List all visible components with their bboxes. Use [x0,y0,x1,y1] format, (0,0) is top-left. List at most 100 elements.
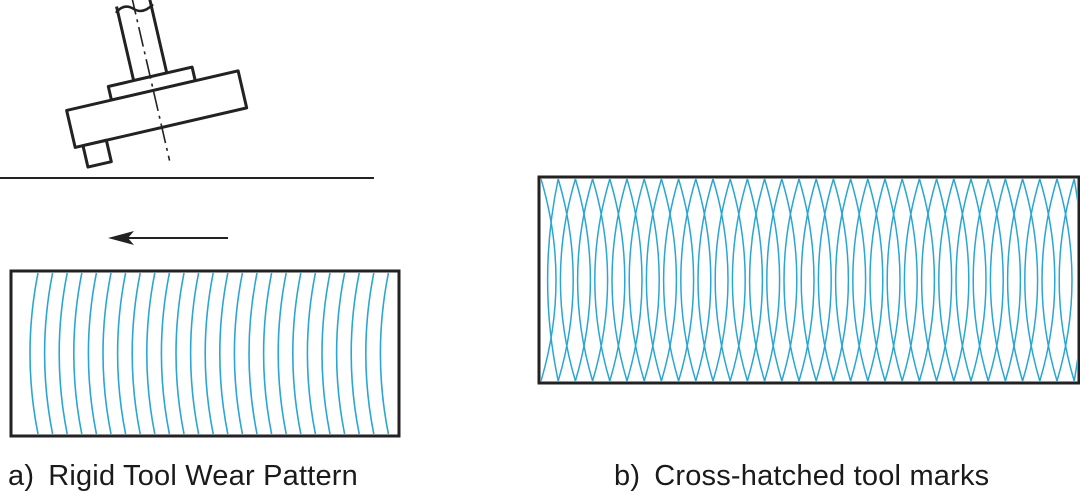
cross-arc-right [1056,178,1073,382]
wear-arc [262,272,273,435]
cross-arc-right [660,178,678,382]
cross-arc-left [576,178,594,382]
cross-arc-left [766,178,783,382]
workpiece-outline-b [537,175,1080,385]
workpiece-outline-a [9,269,401,438]
wear-arc [365,272,375,435]
cross-arc-left [817,178,835,382]
cross-arc-left [972,178,989,382]
cross-arc-left [559,178,577,382]
caption-b-text: Cross-hatched tool marks [654,460,990,492]
cross-arc-left [800,178,817,382]
cross-arc-left [714,178,731,382]
tool-body [65,69,249,149]
cross-arc-right [591,178,609,382]
tool-axis-centerline [130,0,171,161]
cross-arc-right [935,178,953,382]
cross-arc-left [903,178,921,382]
cross-arc-right [557,178,574,382]
wear-pattern-arcs [29,272,390,435]
cross-arc-right [970,178,987,382]
caption-a-letter: a) [8,460,35,492]
cross-arc-left [938,178,955,382]
cross-arc-left [697,178,714,382]
wear-arc [29,272,39,435]
cross-arc-right [541,178,557,382]
wear-arc [350,272,360,435]
cross-arc-right [712,178,729,382]
cross-arc-right [781,178,798,382]
cross-arc-left [628,178,645,382]
wear-arc [248,272,258,435]
caption-b: b) Cross-hatched tool marks [614,460,989,493]
cross-arc-left [920,178,938,382]
cross-arc-right [884,178,901,382]
arrow-left-icon [108,231,228,245]
cross-arc-right [746,178,764,382]
wear-arc [292,272,302,435]
cross-arc-right [763,178,781,382]
wear-arc [219,272,229,435]
cross-arc-right [1004,178,1022,382]
cross-arc-right [574,178,592,382]
caption-a: a) Rigid Tool Wear Pattern [8,460,358,493]
cross-arc-left [955,178,972,382]
cross-arc-right [798,178,815,382]
cross-arc-right [918,178,936,382]
cross-arc-right [643,178,660,382]
cross-arc-left [1006,178,1024,382]
wear-arc [160,272,171,435]
wear-arc [87,272,98,435]
cross-arc-left [748,178,766,382]
wear-arc [335,272,346,435]
cross-arc-left [989,178,1007,382]
cross-hatch-arcs [541,178,1077,382]
cross-arc-left [783,178,800,382]
cross-arc-left [1041,178,1058,382]
wear-arc [146,272,156,435]
cross-arc-right [867,178,884,382]
wear-arc [379,272,390,435]
cross-arc-right [677,178,695,382]
caption-a-text: Rigid Tool Wear Pattern [48,460,358,492]
cross-arc-right [849,178,867,382]
wear-arc [233,272,244,435]
wear-arc [58,272,68,435]
wear-arc [204,272,214,435]
wear-arc [116,272,127,435]
wear-arc [102,272,112,435]
cross-arc-right [987,178,1004,382]
cross-arc-right [1021,178,1039,382]
tool-shank-break [114,3,154,14]
cross-arc-left [834,178,852,382]
wear-arc [321,272,331,435]
cross-arc-left [852,178,869,382]
panel-a [0,0,401,438]
wear-arc [43,272,54,435]
cross-arc-right [953,178,970,382]
cross-arc-left [680,178,697,382]
cross-arc-left [1024,178,1041,382]
cross-arc-right [729,178,746,382]
cross-arc-left [546,178,559,382]
cross-arc-left [886,178,903,382]
wear-arc [277,272,287,435]
wear-arc [175,272,185,435]
wear-arc [131,272,141,435]
cross-arc-right [832,178,850,382]
cross-arc-right [901,178,918,382]
wear-arc [73,272,83,435]
tool-insert [81,138,113,169]
cross-arc-right [695,178,712,382]
wear-arc [189,272,200,435]
cross-arc-right [1039,178,1056,382]
cross-arc-left [611,178,628,382]
cross-arc-left [731,178,749,382]
cross-arc-left [594,178,611,382]
caption-b-letter: b) [614,460,641,492]
cross-arc-left [662,178,680,382]
cross-arc-left [869,178,886,382]
panel-b [537,175,1080,385]
cross-arc-right [815,178,832,382]
face-mill-cutter-icon [65,0,249,169]
